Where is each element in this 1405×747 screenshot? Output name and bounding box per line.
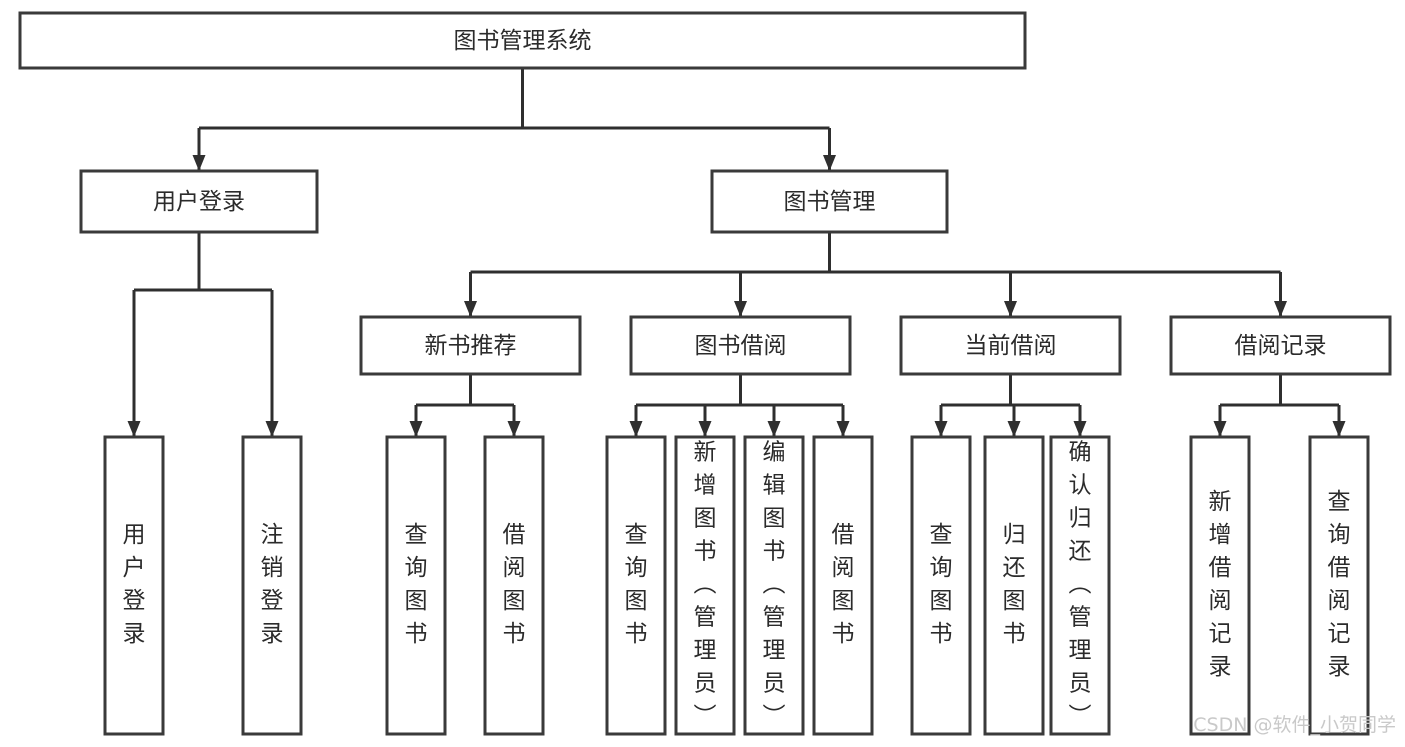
node-box-book-manage	[710, 169, 949, 234]
node-user-login[interactable]: 用户登录	[79, 169, 319, 234]
node-label-user-login: 用户登录	[153, 189, 245, 215]
edge-group-current-borrow	[934, 374, 1087, 437]
arrowhead	[629, 421, 643, 437]
arrowhead	[1004, 301, 1017, 317]
edge-group-book-borrow	[629, 374, 850, 437]
node-box-leaf-confirm-return-admin	[1049, 435, 1111, 736]
node-box-leaf-query-book-3	[910, 435, 972, 736]
node-label-leaf-query-book-2: 查询图书	[625, 522, 648, 647]
arrowhead	[127, 421, 141, 437]
node-label-borrow-record: 借阅记录	[1235, 333, 1327, 359]
node-leaf-borrow-book-2[interactable]: 借阅图书	[812, 435, 874, 736]
node-label-leaf-edit-book-admin: 编辑图书︵管理员︶	[763, 440, 786, 730]
node-label-leaf-borrow-book-2: 借阅图书	[832, 522, 855, 647]
node-leaf-add-borrow-record[interactable]: 新增借阅记录	[1189, 435, 1251, 736]
arrowhead	[507, 421, 521, 437]
nodes-layer: 图书管理系统用户登录图书管理新书推荐图书借阅当前借阅借阅记录用户登录注销登录查询…	[18, 11, 1392, 736]
edge-group-borrow-record	[1213, 374, 1346, 437]
node-box-leaf-borrow-book-2	[812, 435, 874, 736]
node-label-book-manage: 图书管理	[784, 189, 876, 215]
node-leaf-return-book[interactable]: 归还图书	[983, 435, 1045, 736]
node-box-current-borrow	[899, 315, 1122, 376]
arrowhead	[934, 421, 948, 437]
arrowhead	[409, 421, 423, 437]
node-leaf-query-book-3[interactable]: 查询图书	[910, 435, 972, 736]
arrowhead	[1007, 421, 1021, 437]
node-leaf-query-book-1[interactable]: 查询图书	[385, 435, 447, 736]
node-label-leaf-query-book-3: 查询图书	[930, 522, 953, 647]
node-book-borrow[interactable]: 图书借阅	[629, 315, 852, 376]
arrowhead	[464, 301, 477, 317]
edge-group-user-login	[127, 232, 279, 437]
node-box-leaf-user-logout	[241, 435, 303, 736]
node-box-leaf-return-book	[983, 435, 1045, 736]
node-label-leaf-user-logout: 注销登录	[261, 522, 284, 647]
node-box-leaf-query-book-2	[605, 435, 667, 736]
node-label-book-borrow: 图书借阅	[695, 333, 787, 359]
node-box-leaf-borrow-book-1	[483, 435, 545, 736]
arrowhead	[1073, 421, 1087, 437]
edge-group-new-book-recommend	[409, 374, 521, 437]
arrowhead	[836, 421, 850, 437]
node-label-leaf-user-login: 用户登录	[123, 522, 146, 647]
node-label-leaf-query-book-1: 查询图书	[405, 522, 428, 647]
node-label-new-book-recommend: 新书推荐	[425, 333, 517, 359]
node-leaf-borrow-book-1[interactable]: 借阅图书	[483, 435, 545, 736]
node-borrow-record[interactable]: 借阅记录	[1169, 315, 1392, 376]
node-current-borrow[interactable]: 当前借阅	[899, 315, 1122, 376]
arrowhead	[823, 155, 836, 171]
node-label-leaf-confirm-return-admin: 确认归还︵管理员︶	[1069, 440, 1092, 730]
arrowhead	[734, 301, 747, 317]
node-leaf-query-borrow-record[interactable]: 查询借阅记录	[1308, 435, 1370, 736]
edge-group-root	[192, 68, 836, 171]
node-leaf-edit-book-admin[interactable]: 编辑图书︵管理员︶	[743, 435, 805, 736]
arrowhead	[767, 421, 781, 437]
node-box-book-borrow	[629, 315, 852, 376]
csdn-watermark: CSDN @软件_小贺同学	[1193, 714, 1396, 736]
arrowhead	[192, 155, 206, 171]
node-box-root	[18, 11, 1027, 70]
node-box-leaf-add-borrow-record	[1189, 435, 1251, 736]
node-root[interactable]: 图书管理系统	[18, 11, 1027, 70]
node-box-user-login	[79, 169, 319, 234]
node-label-leaf-add-borrow-record: 新增借阅记录	[1209, 489, 1232, 680]
node-leaf-add-book-admin[interactable]: 新增图书︵管理员︶	[674, 435, 736, 736]
node-box-leaf-query-borrow-record	[1308, 435, 1370, 736]
edge-group-book-manage	[464, 232, 1287, 317]
node-box-leaf-add-book-admin	[674, 435, 736, 736]
arrowhead	[698, 421, 712, 437]
node-label-leaf-borrow-book-1: 借阅图书	[503, 522, 526, 647]
arrowhead	[1274, 301, 1287, 317]
arrowhead	[1332, 421, 1346, 437]
arrowhead	[1213, 421, 1227, 437]
node-box-leaf-edit-book-admin	[743, 435, 805, 736]
node-leaf-user-login[interactable]: 用户登录	[103, 435, 165, 736]
node-label-root: 图书管理系统	[454, 28, 592, 54]
node-box-leaf-query-book-1	[385, 435, 447, 736]
edges-layer	[127, 68, 1346, 437]
node-label-leaf-add-book-admin: 新增图书︵管理员︶	[694, 440, 717, 730]
node-box-leaf-user-login	[103, 435, 165, 736]
node-leaf-user-logout[interactable]: 注销登录	[241, 435, 303, 736]
node-label-leaf-return-book: 归还图书	[1003, 522, 1026, 647]
node-box-new-book-recommend	[359, 315, 582, 376]
node-label-leaf-query-borrow-record: 查询借阅记录	[1328, 489, 1351, 680]
node-book-manage[interactable]: 图书管理	[710, 169, 949, 234]
node-leaf-confirm-return-admin[interactable]: 确认归还︵管理员︶	[1049, 435, 1111, 736]
node-new-book-recommend[interactable]: 新书推荐	[359, 315, 582, 376]
arrowhead	[265, 421, 279, 437]
node-label-current-borrow: 当前借阅	[965, 333, 1057, 359]
node-box-borrow-record	[1169, 315, 1392, 376]
node-leaf-query-book-2[interactable]: 查询图书	[605, 435, 667, 736]
